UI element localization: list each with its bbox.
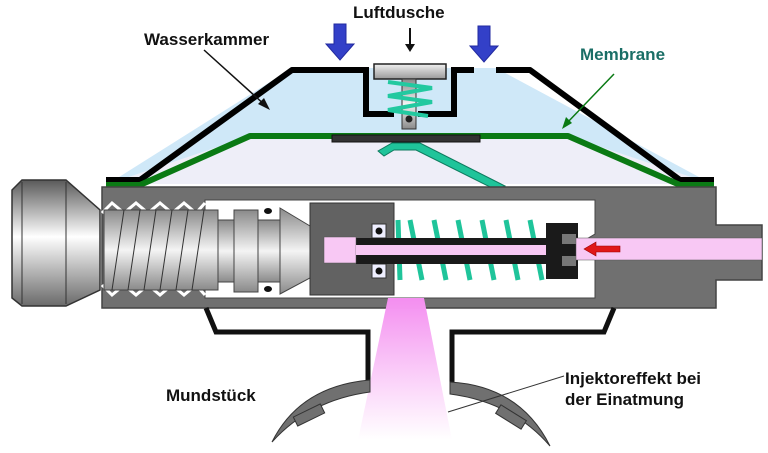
lip-tab xyxy=(494,404,528,430)
membrane-leader xyxy=(565,73,615,125)
seal-ball xyxy=(375,267,383,275)
valve-spring xyxy=(387,80,433,118)
membrane-plate xyxy=(331,134,481,143)
threaded-screw xyxy=(103,209,219,291)
valve-cap xyxy=(373,63,447,80)
tube-end-cap xyxy=(546,223,578,279)
luftdusche-arrowhead xyxy=(405,44,415,52)
wasserkammer-leader xyxy=(203,49,267,107)
piston-neck xyxy=(257,219,281,283)
mouthpiece-left-lip xyxy=(271,379,371,443)
label-mundstueck: Mundstück xyxy=(166,386,256,405)
o-ring xyxy=(264,286,272,292)
lower-chamber xyxy=(108,136,712,184)
label-luftdusche: Luftdusche xyxy=(353,3,445,22)
cover-left xyxy=(106,67,346,183)
o-ring xyxy=(264,208,272,214)
seal-ball xyxy=(375,227,383,235)
inlet-channel xyxy=(575,237,763,261)
air-channel-inner xyxy=(356,245,578,255)
piston-body xyxy=(217,219,235,283)
label-injektor-line2: der Einatmung xyxy=(565,390,684,409)
blue-down-arrow-icon xyxy=(468,25,500,63)
label-membrane: Membrane xyxy=(580,45,665,64)
label-wasserkammer: Wasserkammer xyxy=(144,30,269,49)
label-injektor-line1: Injektoreffekt bei xyxy=(565,369,701,388)
tube-end-plug xyxy=(562,256,576,266)
valve-cup-right xyxy=(418,67,474,117)
injector-jet xyxy=(358,298,452,440)
valve-stem-pin xyxy=(405,115,413,123)
airflow-arrow-icon xyxy=(583,241,621,257)
blue-down-arrow-icon xyxy=(324,23,356,61)
mouthpiece-right-lip xyxy=(449,381,551,447)
injektor-leader xyxy=(447,375,565,413)
lip-tab xyxy=(292,403,326,427)
wasserkammer-arrowhead xyxy=(258,98,270,110)
tube-end-plug xyxy=(562,234,576,244)
adjust-knob xyxy=(11,179,101,307)
air-channel xyxy=(323,236,357,264)
thread-top xyxy=(100,200,207,216)
mouthpiece-right-wall xyxy=(449,307,617,390)
piston-collar xyxy=(233,209,259,293)
cover-right xyxy=(496,67,714,183)
membrane-arrowhead xyxy=(562,117,572,129)
mouthpiece-left-wall xyxy=(203,307,371,390)
valve-cup xyxy=(346,67,394,117)
screw-threads xyxy=(111,209,205,291)
